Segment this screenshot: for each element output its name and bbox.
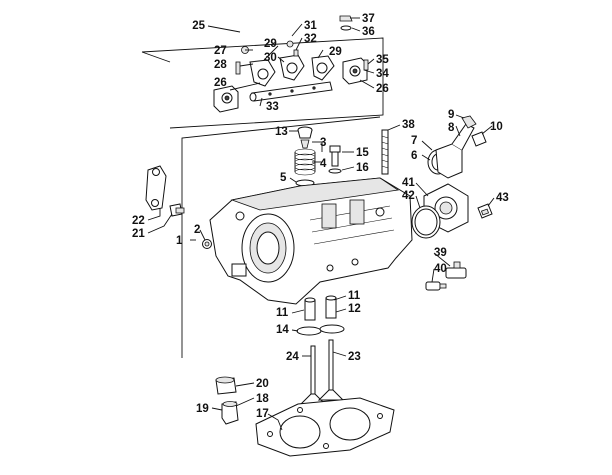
lifter-18-19	[221, 401, 239, 425]
valve-23	[317, 339, 345, 401]
callout-38: 38	[402, 119, 415, 131]
callout-40: 40	[434, 263, 447, 275]
cylinder-head-group-bracket	[181, 116, 381, 358]
callout-19: 19	[196, 403, 209, 415]
valve-cotter	[300, 139, 310, 149]
rocker-shaft	[249, 81, 333, 102]
valve-guide-11b	[325, 295, 337, 319]
callout-12: 12	[348, 303, 361, 315]
callout-41: 41	[402, 177, 415, 189]
callout-37: 37	[362, 13, 375, 25]
o-ring-42	[411, 205, 441, 239]
callout-2: 2	[194, 224, 200, 236]
sensor-39	[445, 261, 467, 279]
cylinder-head	[209, 177, 413, 305]
callout-9: 9	[448, 109, 454, 121]
stud-38	[381, 129, 389, 175]
callout-14: 14	[276, 324, 289, 336]
leader-lines	[147, 17, 495, 431]
callout-26-left: 26	[214, 77, 227, 89]
callout-10: 10	[490, 121, 503, 133]
adjuster-screw	[235, 59, 369, 75]
sensor-40	[425, 281, 447, 291]
callout-16: 16	[356, 162, 369, 174]
callout-22: 22	[132, 215, 145, 227]
rocker-support-right	[342, 57, 368, 85]
callout-1: 1	[176, 235, 183, 247]
callout-8: 8	[448, 122, 455, 134]
callout-36: 36	[362, 26, 375, 38]
callout-42: 42	[402, 190, 415, 202]
rocker-support-left	[213, 85, 239, 113]
callout-7: 7	[411, 135, 417, 147]
callout-18: 18	[256, 393, 269, 405]
o-ring-14	[296, 324, 345, 336]
cover-plate-22	[145, 165, 167, 211]
cap-20	[215, 376, 237, 395]
fitting-10	[471, 131, 487, 147]
adjuster-nut-top	[339, 15, 353, 31]
callout-43: 43	[496, 192, 509, 204]
callout-3: 3	[320, 137, 326, 149]
callout-4: 4	[320, 158, 327, 170]
callout-39: 39	[434, 247, 447, 259]
callout-25: 25	[192, 20, 205, 32]
head-gasket-17	[255, 397, 395, 457]
callout-29-left: 29	[264, 38, 277, 50]
callout-13: 13	[275, 126, 288, 138]
valve-guide-11a	[304, 297, 316, 321]
callout-23: 23	[348, 351, 361, 363]
callout-32: 32	[304, 33, 317, 45]
callout-11-right: 11	[348, 290, 361, 302]
washer-16	[328, 168, 342, 174]
valve-spring-retainer	[297, 126, 313, 139]
valve-24	[299, 345, 327, 405]
callout-26-right: 26	[376, 83, 389, 95]
screw-21	[169, 203, 185, 217]
rocker-arm-right	[311, 55, 335, 81]
callout-28: 28	[214, 59, 227, 71]
rocker-group-bracket	[141, 37, 384, 129]
callout-35: 35	[376, 54, 389, 66]
callout-6: 6	[411, 150, 417, 162]
cap-screw-15	[329, 145, 341, 167]
callout-30: 30	[264, 52, 277, 64]
callout-21: 21	[132, 228, 145, 240]
screw-43	[477, 203, 493, 219]
callout-labels: 25 31 32 37 36 29 29 30 27 28 35 34 26 2…	[132, 13, 509, 420]
clip-9	[461, 115, 477, 129]
callout-27: 27	[214, 45, 227, 57]
callout-33: 33	[266, 101, 279, 113]
callout-17: 17	[256, 408, 269, 420]
callout-24: 24	[286, 351, 299, 363]
callout-5: 5	[280, 172, 287, 184]
callout-15: 15	[356, 147, 369, 159]
plug-2	[202, 239, 212, 249]
callout-29-right: 29	[329, 46, 342, 58]
rocker-arm-center	[279, 40, 305, 81]
callout-11-left: 11	[276, 307, 289, 319]
callout-31: 31	[304, 20, 317, 32]
callout-20: 20	[256, 378, 269, 390]
callout-34: 34	[376, 68, 389, 80]
water-outlet-7	[435, 123, 475, 179]
